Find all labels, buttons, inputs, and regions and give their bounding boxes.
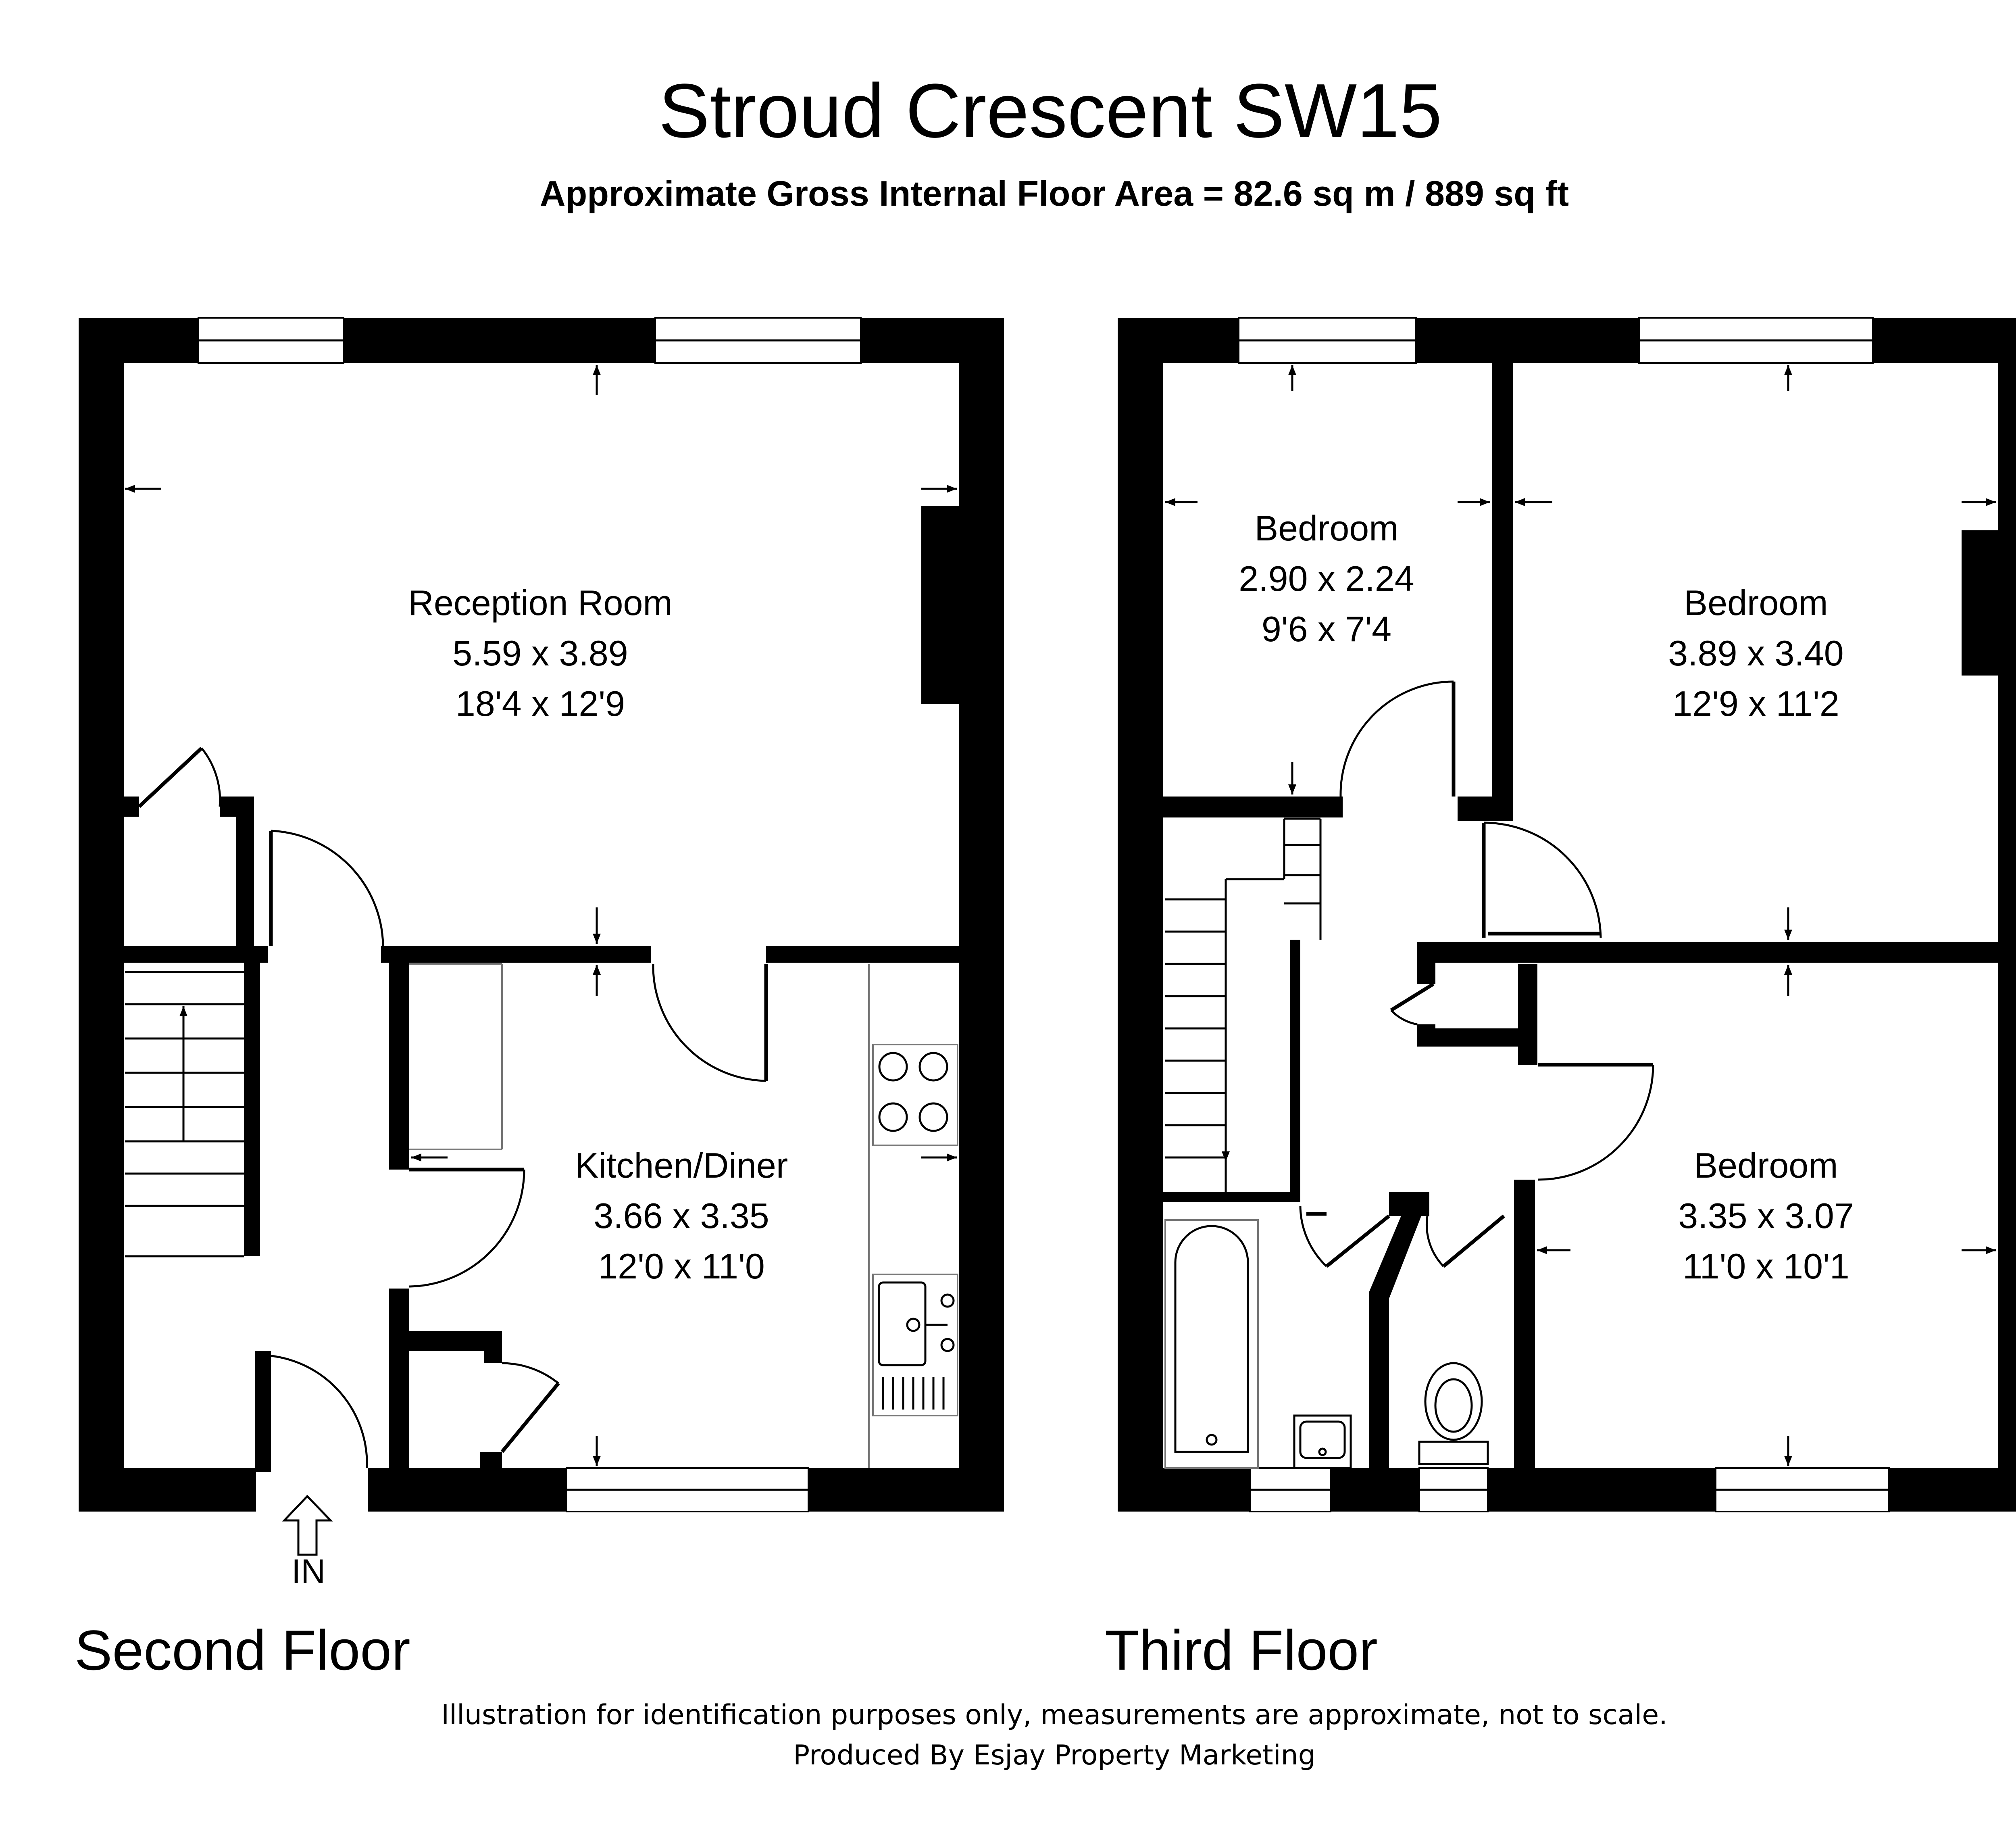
wall — [1161, 797, 1343, 817]
third-floor-plan: Bedroom 2.90 x 2.24 9'6 x 7'4 Bedroom 3.… — [1105, 317, 2016, 1682]
room-name: Bedroom — [1694, 1145, 1838, 1185]
wall — [236, 797, 254, 956]
cupboard-door[interactable] — [1390, 982, 1435, 1012]
dimension-arrows — [125, 365, 957, 1466]
chimney-breast — [921, 506, 966, 704]
floor-label-second: Second Floor — [75, 1618, 410, 1682]
wall — [389, 956, 409, 1170]
room-label-bedroom-2: Bedroom 3.89 x 3.40 12'9 x 11'2 — [1668, 583, 1843, 724]
room-imperial: 12'0 x 11'0 — [598, 1246, 765, 1286]
room-imperial: 11'0 x 10'1 — [1683, 1246, 1849, 1286]
wall — [1389, 1192, 1429, 1216]
wall — [484, 1331, 502, 1363]
staircase — [125, 971, 244, 1257]
cupboard-door[interactable] — [500, 1382, 560, 1453]
floor-area-subtitle: Approximate Gross Internal Floor Area = … — [540, 173, 1569, 213]
room-name: Kitchen/Diner — [575, 1145, 788, 1185]
sink — [872, 1274, 958, 1416]
room-metric: 2.90 x 2.24 — [1239, 559, 1414, 598]
wall — [1417, 1028, 1536, 1047]
wall — [766, 946, 964, 963]
room-label-kitchen: Kitchen/Diner 3.66 x 3.35 12'0 x 11'0 — [575, 1145, 788, 1286]
wall — [381, 946, 651, 963]
wall — [79, 1468, 256, 1512]
room-name: Reception Room — [408, 583, 672, 623]
wall — [1369, 1216, 1421, 1472]
room-metric: 3.89 x 3.40 — [1668, 633, 1843, 673]
entrance-arrow-icon — [282, 1495, 333, 1556]
dimension-arrows — [1165, 365, 1996, 1466]
producer-credit: Produced By Esjay Property Marketing — [793, 1739, 1316, 1771]
disclaimer-text: Illustration for identification purposes… — [441, 1699, 1668, 1731]
page-title: Stroud Crescent SW15 — [658, 68, 1442, 154]
wall — [1998, 318, 2016, 1512]
wall — [480, 1452, 502, 1470]
wc-door[interactable] — [1442, 1214, 1505, 1268]
bathroom-door[interactable] — [1325, 1214, 1390, 1268]
room-label-reception: Reception Room 5.59 x 3.89 18'4 x 12'9 — [408, 583, 672, 724]
wall — [1417, 942, 1435, 984]
wall — [1514, 1180, 1535, 1220]
kitchen-units — [409, 963, 958, 1468]
room-imperial: 18'4 x 12'9 — [456, 684, 625, 724]
entrance-label: IN — [292, 1552, 325, 1590]
wall — [1290, 940, 1300, 1194]
chimney-breast — [1962, 530, 2002, 676]
wall — [959, 318, 1004, 1512]
wall — [1161, 1192, 1300, 1202]
room-name: Bedroom — [1254, 508, 1398, 548]
washbasin — [1293, 1414, 1352, 1469]
room-metric: 3.66 x 3.35 — [594, 1196, 769, 1236]
wall — [1518, 964, 1537, 1065]
wall — [1118, 318, 1163, 1512]
wall — [79, 318, 124, 1512]
floor-label-third: Third Floor — [1105, 1618, 1378, 1682]
room-name: Bedroom — [1684, 583, 1828, 623]
room-label-bedroom-3: Bedroom 3.35 x 3.07 11'0 x 10'1 — [1678, 1145, 1854, 1286]
room-metric: 3.35 x 3.07 — [1678, 1196, 1854, 1236]
room-metric: 5.59 x 3.89 — [452, 633, 628, 673]
toilet — [1418, 1362, 1489, 1465]
staircase — [1165, 817, 1322, 1192]
wall — [123, 797, 139, 817]
room-imperial: 12'9 x 11'2 — [1672, 684, 1839, 724]
hob — [872, 1044, 958, 1146]
wall — [1492, 942, 2000, 963]
room-imperial: 9'6 x 7'4 — [1262, 609, 1391, 649]
wall — [1492, 361, 1513, 821]
wall — [1514, 1180, 1535, 1474]
wall — [244, 956, 260, 1256]
wall — [389, 1289, 409, 1470]
wall — [1458, 797, 1494, 821]
bathtub — [1164, 1219, 1259, 1469]
second-floor-plan: IN Reception Room 5.59 x 3.89 18'4 x 12'… — [75, 317, 1004, 1682]
room-label-bedroom-1: Bedroom 2.90 x 2.24 9'6 x 7'4 — [1239, 508, 1414, 649]
cupboard-door[interactable] — [137, 747, 203, 808]
